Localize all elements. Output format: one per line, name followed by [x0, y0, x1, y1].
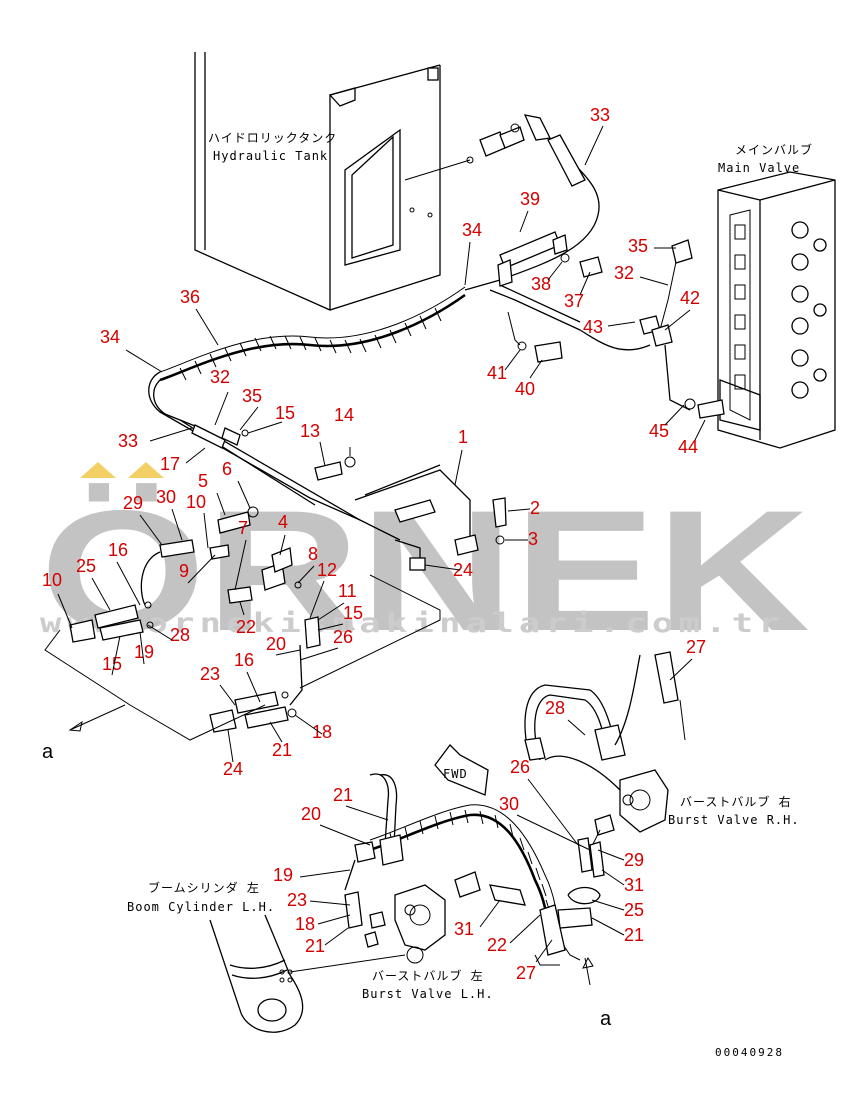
callout-number: 23: [287, 890, 307, 910]
callout-number: 22: [487, 935, 507, 955]
callout-number: 28: [170, 625, 190, 645]
callout-number: 41: [487, 363, 507, 383]
callout-number: 15: [343, 603, 363, 623]
label-boom-cylinder-jp: ブームシリンダ 左: [148, 880, 260, 895]
callout-number: 24: [453, 560, 473, 580]
callout-number: 36: [180, 287, 200, 307]
burst-valve-rh: [524, 651, 686, 986]
callout-number: 32: [210, 367, 230, 387]
callout-number: 30: [499, 794, 519, 814]
callout-number: 8: [308, 544, 318, 564]
callout-number: 9: [179, 561, 189, 581]
callout-number: 33: [118, 431, 138, 451]
callout-number: 20: [301, 804, 321, 824]
label-burst-valve-lh-jp: バーストバルブ 左: [372, 968, 484, 983]
tank-fitting: [479, 114, 551, 157]
callout-number: 43: [583, 317, 603, 337]
callout-number: 14: [334, 405, 354, 425]
callout-number: 12: [317, 560, 337, 580]
callout-number: 32: [614, 263, 634, 283]
callout-number: 21: [272, 740, 292, 760]
callout-number: 4: [278, 512, 288, 532]
callout-number: 34: [462, 220, 482, 240]
label-burst-valve-rh-en: Burst Valve R.H.: [668, 813, 800, 827]
callout-number: 25: [624, 900, 644, 920]
callout-number: 7: [238, 518, 248, 538]
callout-number: 38: [531, 274, 551, 294]
callout-number: 45: [649, 421, 669, 441]
label-boom-cylinder-en: Boom Cylinder L.H.: [127, 900, 275, 914]
callout-number: 13: [300, 421, 320, 441]
text-labels: ハイドロリックタンク Hydraulic Tank メインバルブ Main Va…: [42, 131, 813, 1059]
valve-fittings: [507, 239, 725, 419]
clamp-plate: [497, 231, 603, 287]
callout-number: 3: [528, 529, 538, 549]
callout-number: 25: [76, 556, 96, 576]
upper-hose: [148, 134, 651, 521]
callout-number: 18: [295, 914, 315, 934]
callout-number: 22: [236, 617, 256, 637]
left-assembly: [44, 411, 507, 741]
leader-lines: [57, 125, 706, 963]
callout-number: 27: [686, 637, 706, 657]
callout-number: 18: [312, 722, 332, 742]
callout-number: 39: [520, 189, 540, 209]
callout-number: 2: [530, 498, 540, 518]
callout-number: 5: [198, 471, 208, 491]
callout-number: 35: [242, 386, 262, 406]
callout-number: 15: [275, 403, 295, 423]
fwd-sign: FWD: [434, 744, 489, 796]
callout-number: 10: [42, 570, 62, 590]
callout-number: 34: [100, 327, 120, 347]
main-valve: [717, 171, 836, 449]
callouts: 33 34 39 35 32 42 38 37 43 36 41 40 45 4…: [42, 105, 706, 983]
label-burst-valve-rh-jp: バーストバルブ 右: [680, 794, 792, 809]
label-hydraulic-tank-jp: ハイドロリックタンク: [208, 131, 337, 145]
ref-letter-a-bottom: a: [600, 1008, 612, 1030]
callout-number: 23: [200, 664, 220, 684]
ref-letter-a-left: a: [42, 741, 54, 763]
callout-number: 16: [234, 650, 254, 670]
callout-number: 44: [678, 437, 698, 457]
callout-number: 11: [338, 581, 357, 601]
callout-number: 29: [624, 850, 644, 870]
callout-number: 21: [333, 785, 353, 805]
callout-number: 31: [624, 875, 644, 895]
burst-valve-lh: [209, 773, 566, 1033]
callout-number: 28: [545, 698, 565, 718]
drawing-code: 00040928: [715, 1046, 784, 1059]
callout-number: 30: [156, 487, 176, 507]
callout-number: 42: [680, 288, 700, 308]
callout-number: 27: [516, 963, 536, 983]
callout-number: 10: [186, 492, 206, 512]
callout-number: 17: [160, 454, 180, 474]
callout-number: 21: [305, 936, 325, 956]
callout-number: 24: [223, 759, 243, 779]
callout-number: 37: [564, 291, 584, 311]
callout-number: 6: [222, 459, 232, 479]
label-burst-valve-lh-en: Burst Valve L.H.: [362, 987, 494, 1001]
callout-number: 21: [624, 925, 644, 945]
label-main-valve-jp: メインバルブ: [735, 142, 813, 157]
callout-number: 19: [134, 642, 154, 662]
callout-number: 16: [108, 540, 128, 560]
callout-number: 35: [628, 236, 648, 256]
callout-number: 20: [266, 634, 286, 654]
callout-number: 40: [515, 379, 535, 399]
callout-number: 26: [510, 757, 530, 777]
callout-number: 31: [454, 919, 474, 939]
watermark-url: www.ornekismakinalari.com.tr: [40, 608, 785, 639]
fwd-label: FWD: [443, 767, 468, 781]
callout-number: 26: [333, 627, 353, 647]
callout-number: 29: [123, 493, 143, 513]
callout-number: 15: [102, 654, 122, 674]
callout-number: 1: [458, 427, 468, 447]
callout-number: 33: [590, 105, 610, 125]
label-main-valve-en: Main Valve: [718, 161, 800, 175]
label-hydraulic-tank-en: Hydraulic Tank: [213, 149, 328, 163]
hydraulic-tank: [194, 52, 474, 311]
callout-number: 19: [273, 865, 293, 885]
